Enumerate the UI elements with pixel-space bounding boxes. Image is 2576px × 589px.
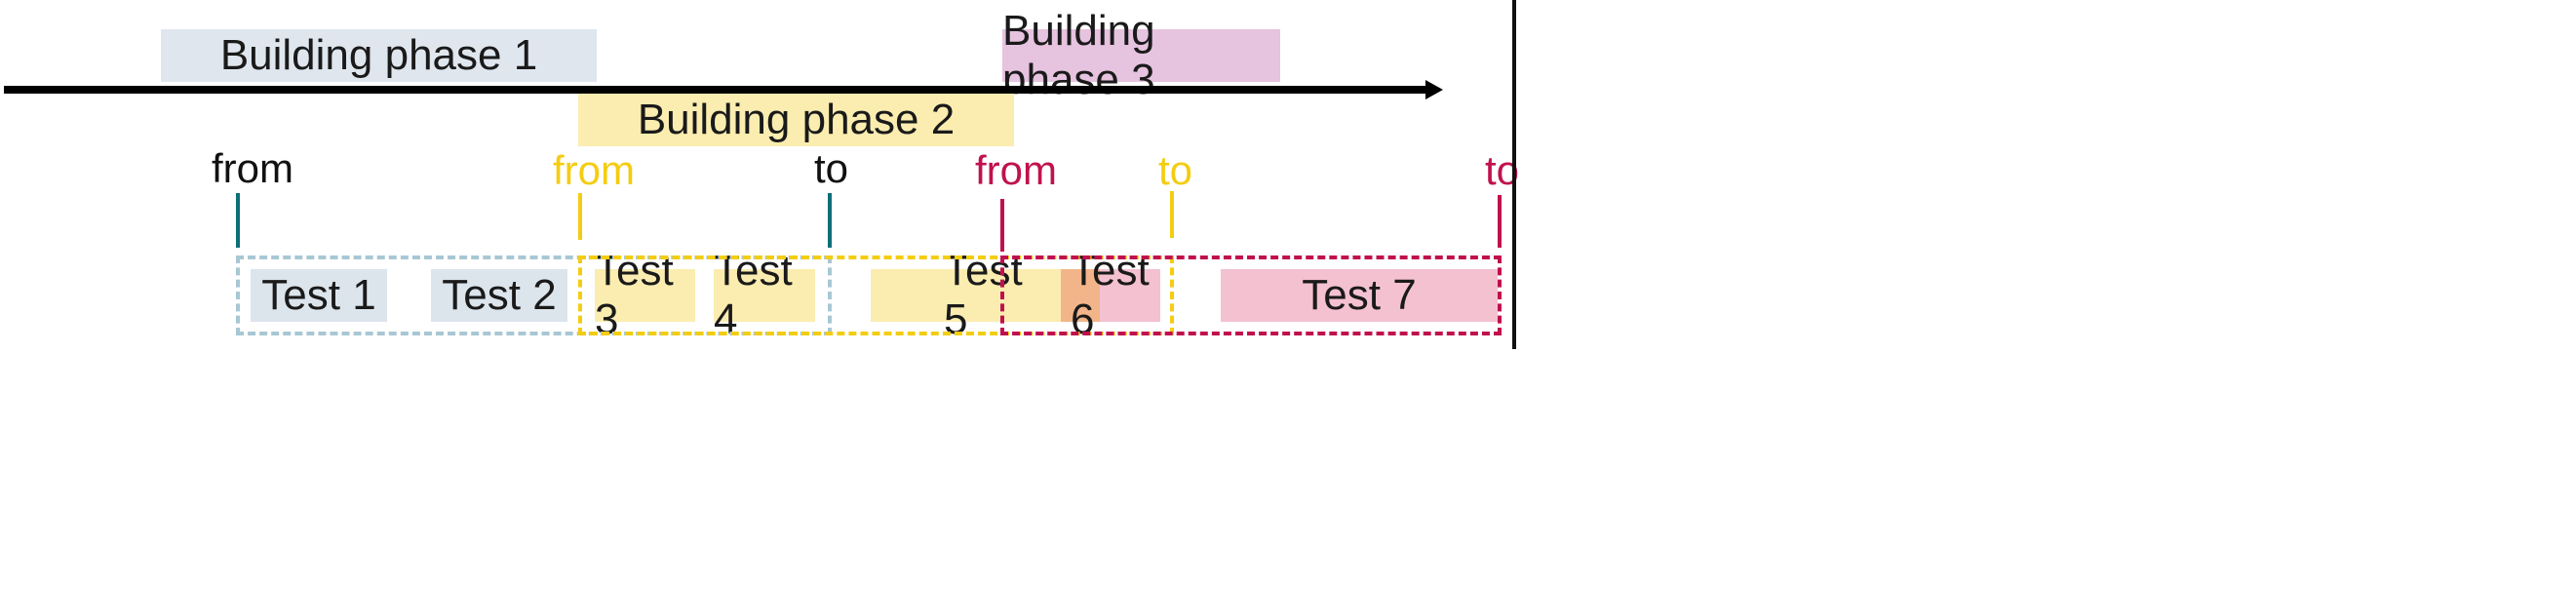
crimson-range-box [1000,255,1502,335]
test-5-box [871,269,1061,322]
test-6-box [1100,269,1160,322]
building-phase-1: Building phase 1 [161,29,597,82]
yellow-range-box [578,255,1174,335]
teal-range-box [236,255,832,335]
yellow-from-label: from [553,147,635,193]
test-7: Test 7 [1221,269,1498,322]
test-1-label: Test 1 [261,271,376,319]
yellow-to-label: to [1158,147,1193,193]
building-phase-2: Building phase 2 [578,94,1014,146]
test-4: Test 4 [714,247,815,343]
test-5-6-overlap [1061,269,1100,322]
timeline-arrow [4,80,1443,99]
test-1: Test 1 [251,269,387,322]
building-phase-2-label: Building phase 2 [637,96,956,143]
yellow-from-tick [578,193,582,240]
teal-from-tick [236,193,240,248]
test-7-label: Test 7 [1302,271,1417,319]
teal-to-label: to [814,145,849,191]
building-phase-3-label: Building phase 3 [1002,7,1155,103]
building-phase-1-label: Building phase 1 [219,31,538,79]
test-2-label: Test 2 [442,271,557,319]
crimson-from-label: from [975,147,1057,193]
crimson-from-tick [1000,199,1004,252]
right-edge-border [1512,0,1516,349]
teal-to-tick [828,193,832,248]
test-2: Test 2 [431,269,567,322]
building-phase-3: Building phase 3 [1002,7,1280,103]
teal-from-label: from [212,145,293,191]
crimson-to-tick [1498,195,1502,248]
test-4-label: Test 4 [714,247,793,343]
yellow-to-tick [1170,191,1174,238]
